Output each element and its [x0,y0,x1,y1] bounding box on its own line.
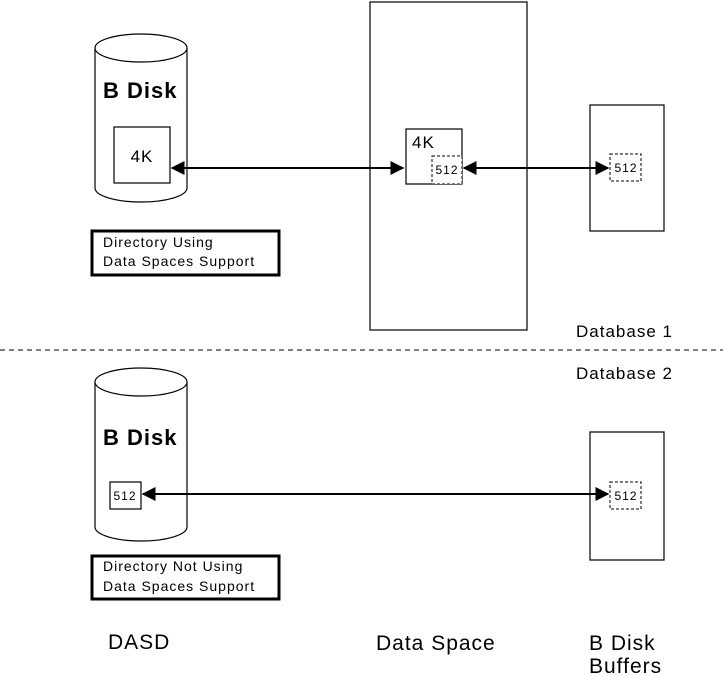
buffer-block-2-label: 512 [614,489,637,503]
dasd-block-2-label: 512 [113,489,136,503]
buffer-block-1-label: 512 [614,161,637,175]
dasd-block-1-label: 4K [131,147,154,166]
note-1-line-2: Data Spaces Support [103,253,255,269]
dasd-title-2: B Disk [103,425,177,450]
dasd-block-1 [113,126,171,184]
note-2-line-1: Directory Not Using [103,558,243,574]
note-box-1 [90,229,281,277]
database-2-label: Database 2 [576,364,673,383]
column-label-buffers-line-2: Buffers [589,655,662,676]
dataspace-sub-block [431,155,463,185]
dasd-cylinder-2 [94,367,188,542]
note-1-line-1: Directory Using [103,234,214,250]
dasd-block-2 [109,481,142,510]
dataspace-block-4k-label: 4K [412,133,435,152]
note-box-2 [90,554,281,601]
dataspace-sub-block-label: 512 [435,163,458,177]
database-1-label: Database 1 [576,322,673,341]
note-2-line-2: Data Spaces Support [103,578,255,594]
buffer-block-2 [609,481,642,510]
buffer-block-1 [609,153,642,182]
column-label-data-space: Data Space [376,632,496,655]
dasd-title-1: B Disk [103,78,177,103]
column-label-buffers-line-1: B Disk [589,632,656,655]
column-label-dasd: DASD [108,631,170,654]
